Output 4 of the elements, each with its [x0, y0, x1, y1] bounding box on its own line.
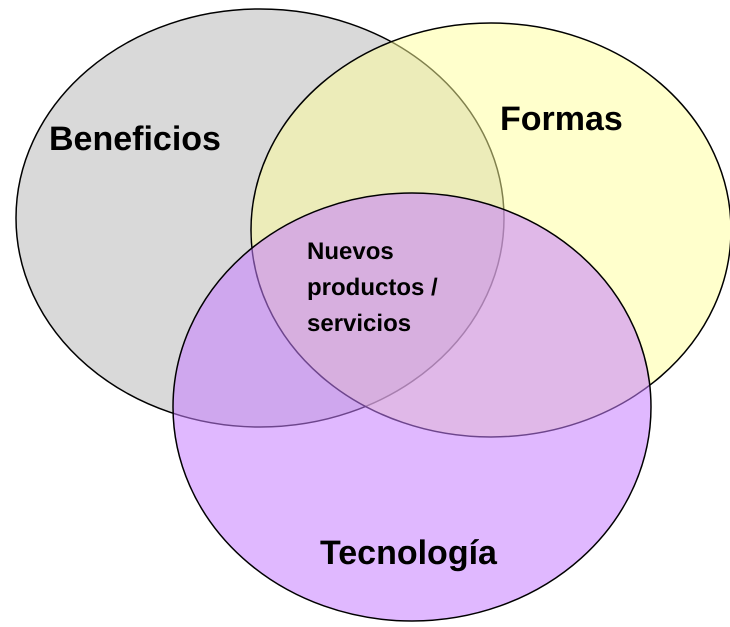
intersection-label: Nuevos productos / servicios	[307, 237, 439, 339]
set-label: Formas	[500, 100, 623, 139]
set-label: Beneficios	[49, 120, 221, 159]
set-label: Tecnología	[320, 534, 497, 573]
